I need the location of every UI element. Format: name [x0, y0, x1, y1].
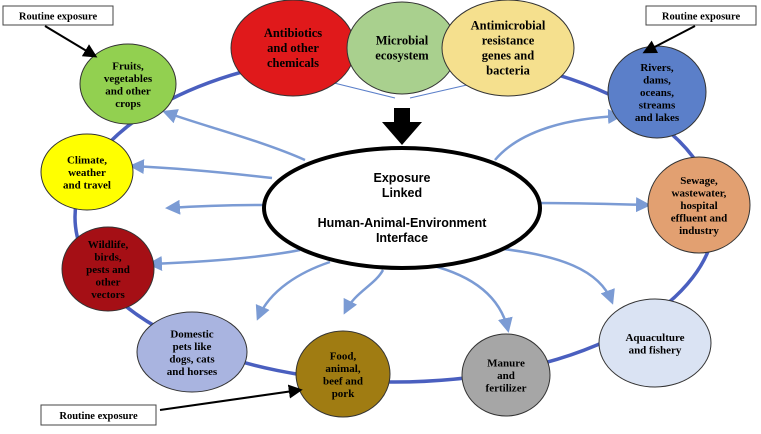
node-circle-manure [461, 333, 551, 417]
arrow-to-aquaculture [494, 246, 615, 305]
link-arrows [129, 108, 651, 333]
exposure-arrow-bottom-left [159, 384, 303, 411]
exposure-arrow-top-right [642, 25, 696, 54]
node-circle-aquaculture [598, 298, 712, 388]
arrow-to-sewage [534, 197, 651, 213]
connector-line-left [329, 81, 396, 99]
arrow-to-food [343, 269, 385, 315]
arrow-to-manure [429, 263, 513, 333]
node-circle-wildlife [61, 226, 155, 312]
node-circle-climate [40, 133, 134, 211]
exposure-box-top-right [645, 5, 757, 26]
node-circle-food [295, 330, 391, 418]
exposure-box-label-bottom-left: Routine exposure [59, 411, 138, 422]
exposure-box-label-top-right: Routine exposure [662, 12, 741, 23]
arrow-to-climate [129, 159, 273, 180]
exposure-arrow-top-left [44, 25, 98, 58]
center-ellipse [262, 146, 542, 270]
exposure-box-label-top-left: Routine exposure [19, 12, 98, 23]
node-circle-pets [136, 311, 248, 393]
center-down-arrow [382, 108, 422, 145]
node-circle-sewage [647, 156, 751, 254]
exposure-box-top-left [2, 5, 114, 26]
factor-circle-amr [441, 0, 575, 97]
arrow-to-wildlife [147, 248, 301, 272]
exposure-box-bottom-left [40, 404, 157, 426]
arrow-to-wildlife-upper [165, 199, 266, 215]
arrow-to-pets [255, 260, 331, 321]
node-circle-fruits [79, 43, 177, 125]
arrow-to-fruits [162, 109, 306, 162]
arrow-to-rivers [494, 108, 623, 161]
